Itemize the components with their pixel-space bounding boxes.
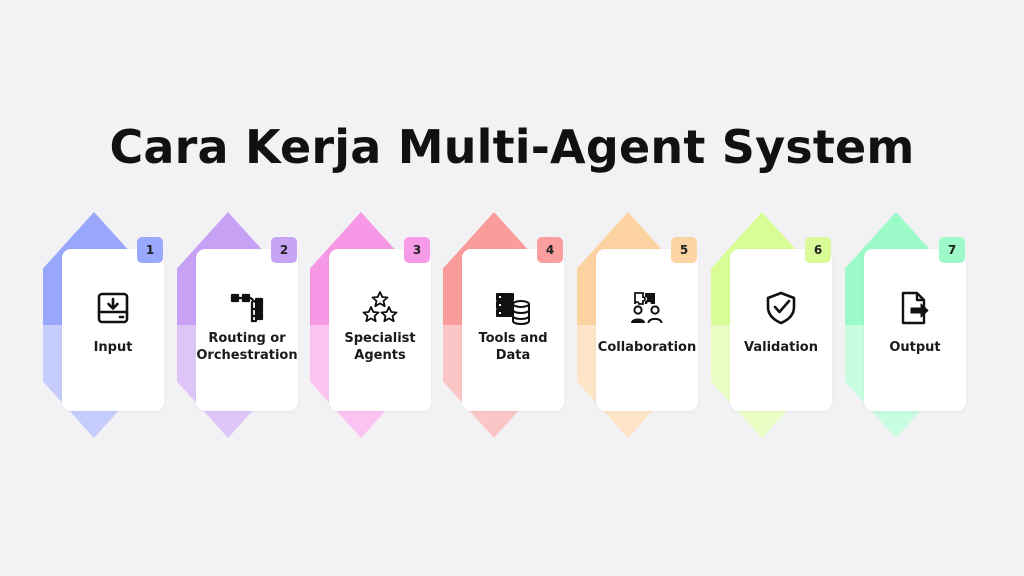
step-card xyxy=(730,249,832,411)
step-card xyxy=(62,249,164,411)
stars-icon xyxy=(362,290,398,326)
step-label: Validation xyxy=(728,339,834,356)
step-label-line: Validation xyxy=(744,340,818,355)
step-label-line: Data xyxy=(495,348,531,363)
step-number-badge: 6 xyxy=(805,237,831,263)
step-label: Specialist Agents xyxy=(327,330,433,364)
step-label-line: Collaboration xyxy=(597,340,697,355)
step-number-badge: 5 xyxy=(671,237,697,263)
step-label: Collaboration xyxy=(594,339,700,356)
step-number-badge: 1 xyxy=(137,237,163,263)
step-label-line: Input xyxy=(93,340,133,355)
page-title: Cara Kerja Multi-Agent System xyxy=(109,120,915,174)
step-label-line: Routing or xyxy=(208,331,286,346)
step-routing: 2 Routing or Orchestration xyxy=(177,212,305,438)
step-number-badge: 2 xyxy=(271,237,297,263)
step-number-badge: 7 xyxy=(939,237,965,263)
step-label-line: Agents xyxy=(354,348,406,363)
team-puzzle-icon xyxy=(629,290,665,326)
step-card xyxy=(329,249,431,411)
routing-tree-icon xyxy=(229,290,265,326)
step-collaboration: 5 Collaboration xyxy=(577,212,705,438)
step-card xyxy=(596,249,698,411)
step-card xyxy=(462,249,564,411)
step-label: Output xyxy=(862,339,968,356)
step-output: 7 Output xyxy=(845,212,973,438)
server-database-icon xyxy=(495,290,531,326)
step-label: Tools and Data xyxy=(460,330,566,364)
file-export-icon xyxy=(897,290,933,326)
step-label-line: Tools and xyxy=(478,331,548,346)
step-card xyxy=(864,249,966,411)
step-label-line: Specialist xyxy=(344,331,416,346)
step-specialist-agents: 3 Specialist Agents xyxy=(310,212,438,438)
step-number-badge: 4 xyxy=(537,237,563,263)
step-validation: 6 Validation xyxy=(711,212,839,438)
step-input: 1 Input xyxy=(43,212,171,438)
step-label-line: Output xyxy=(889,340,941,355)
step-tools-data: 4 Tools and Data xyxy=(443,212,571,438)
step-number-badge: 3 xyxy=(404,237,430,263)
step-label: Input xyxy=(60,339,166,356)
inbox-download-icon xyxy=(95,290,131,326)
step-card xyxy=(196,249,298,411)
step-label: Routing or Orchestration xyxy=(194,330,300,364)
shield-check-icon xyxy=(763,290,799,326)
step-label-line: Orchestration xyxy=(196,348,298,363)
